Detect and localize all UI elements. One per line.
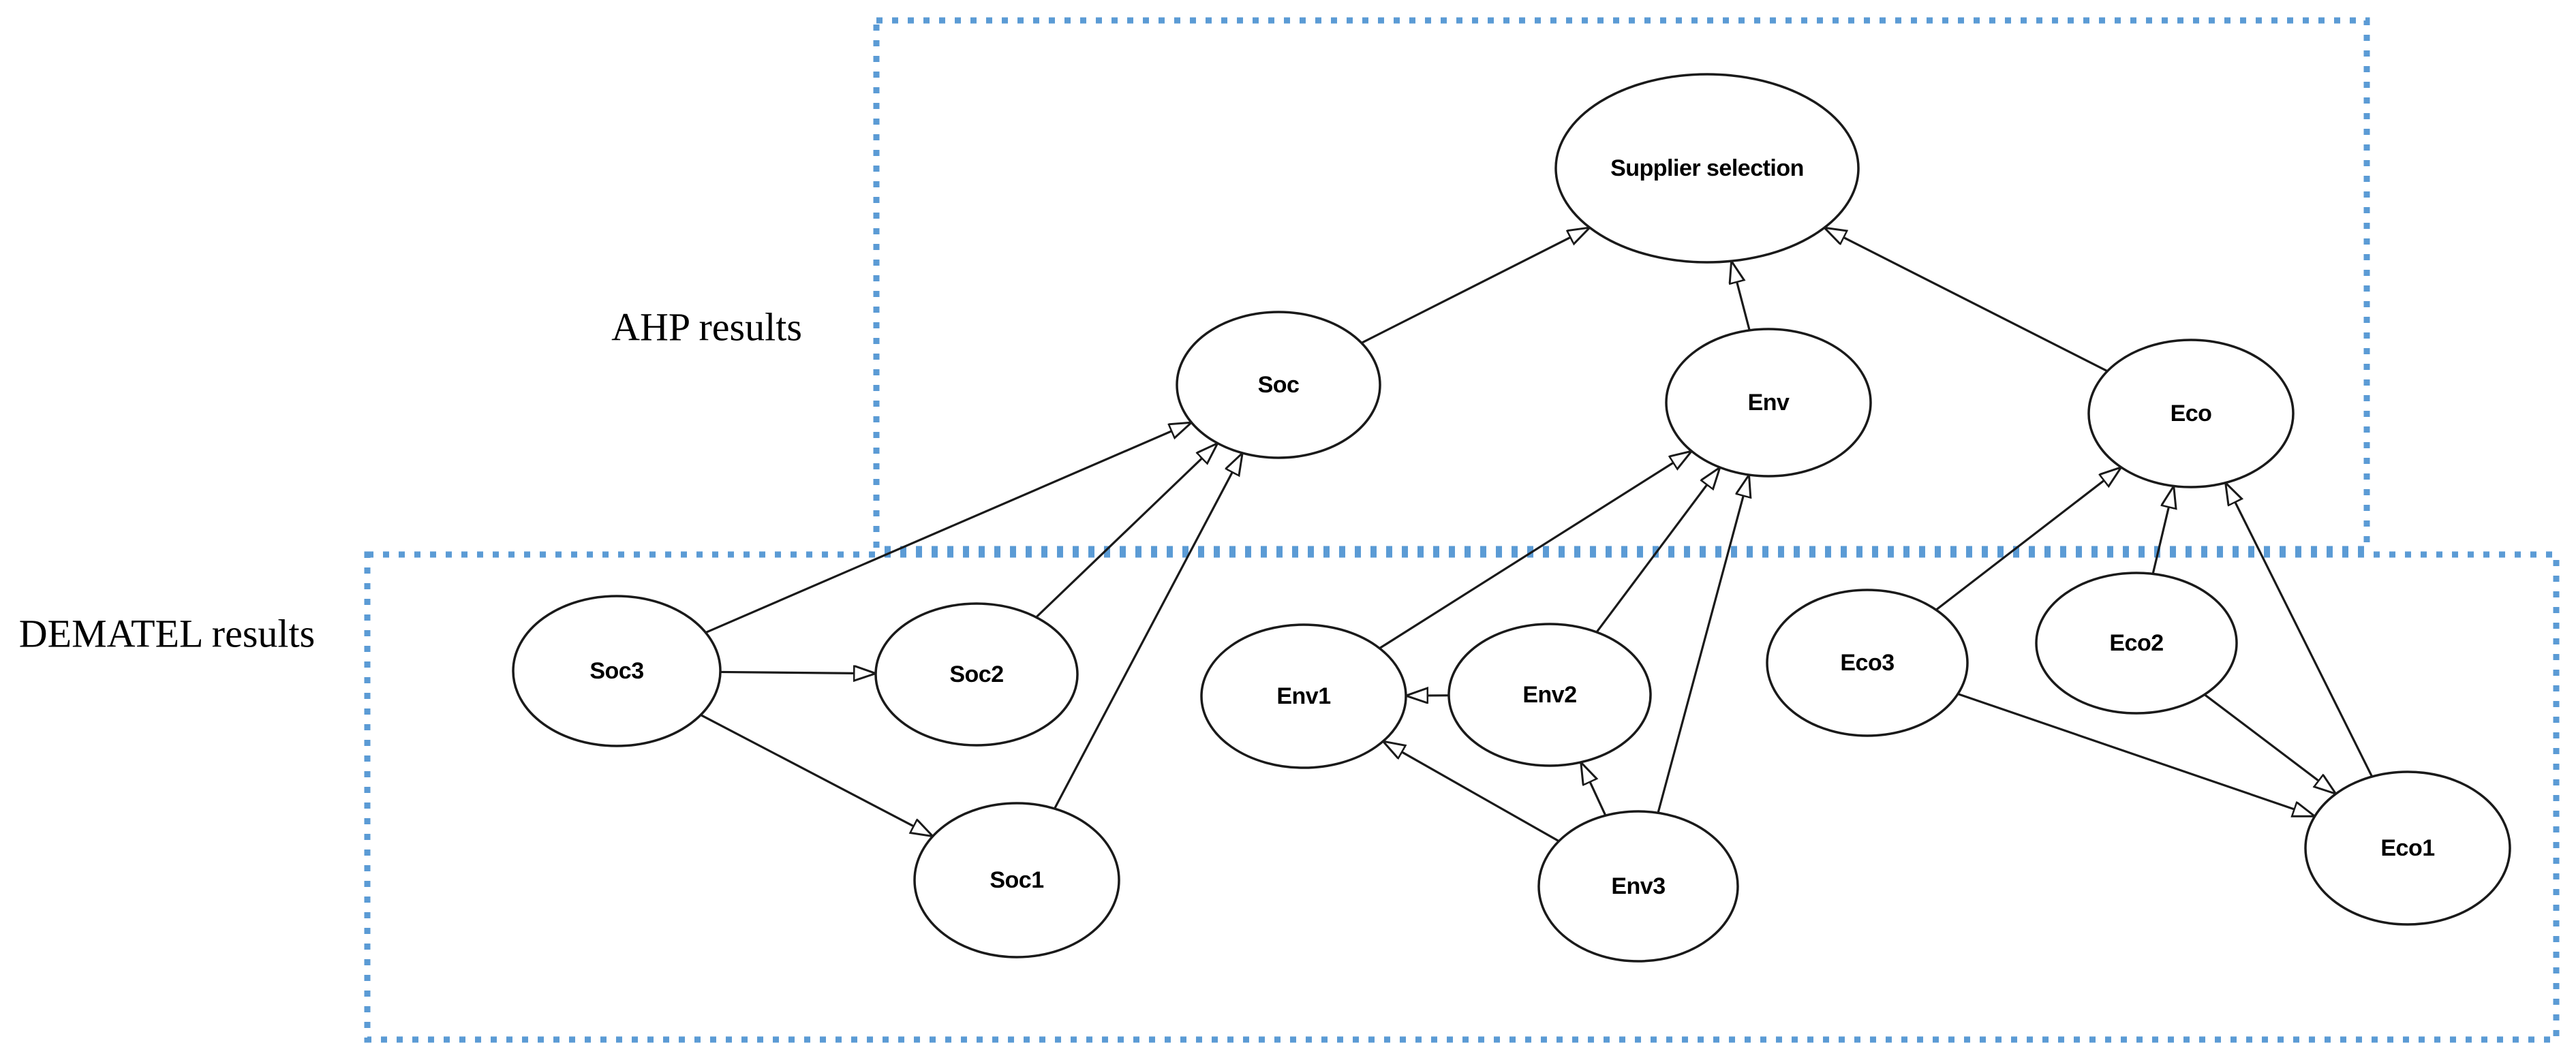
edge-eco-supplier [1824, 228, 2109, 373]
node-label-soc: Soc [1258, 372, 1300, 398]
node-label-eco1: Eco1 [2380, 835, 2434, 861]
edge-env3-env [1657, 475, 1749, 813]
node-label-soc2: Soc2 [949, 661, 1003, 687]
node-label-eco2: Eco2 [2109, 630, 2163, 656]
edge-env3-env1 [1383, 741, 1560, 843]
edge-soc1-soc [1054, 453, 1242, 809]
edge-eco2-eco1 [2203, 693, 2336, 794]
node-ellipse-eco [2087, 339, 2295, 488]
edge-env2-env [1595, 467, 1720, 633]
edge-env1-env [1379, 451, 1691, 649]
node-ellipse-eco2 [2035, 572, 2238, 715]
node-label-eco3: Eco3 [1840, 650, 1894, 676]
edge-env3-env2 [1581, 762, 1607, 816]
node-label-env1: Env1 [1276, 683, 1330, 709]
ahp-region-border [873, 17, 2370, 552]
edge-soc-supplier [1361, 228, 1590, 344]
node-ellipse-eco1 [2304, 770, 2511, 926]
node-ellipse-env2 [1447, 623, 1652, 767]
node-ellipse-env1 [1200, 623, 1407, 769]
dematel-region-label: DEMATEL results [19, 611, 315, 655]
edge-soc3-soc [705, 422, 1191, 634]
node-ellipse-eco3 [1766, 589, 1969, 737]
node-label-env: Env [1748, 390, 1790, 416]
node-ellipse-env3 [1537, 810, 1739, 963]
edge-soc2-soc [1035, 443, 1217, 619]
node-ellipse-soc [1176, 311, 1381, 459]
edge-env-supplier [1732, 261, 1751, 331]
edge-eco2-eco [2151, 486, 2174, 574]
node-label-supplier: Supplier selection [1610, 155, 1804, 181]
node-ellipse-supplier [1554, 73, 1860, 264]
edge-soc3-soc1 [700, 714, 933, 836]
node-label-soc1: Soc1 [990, 867, 1043, 893]
edge-soc3-soc2 [720, 672, 876, 673]
ahp-region-label: AHP results [611, 305, 802, 349]
dematel-region-border [364, 551, 2560, 1043]
node-label-soc3: Soc3 [589, 658, 643, 684]
edge-eco3-eco1 [1957, 693, 2315, 817]
edge-eco1-eco [2226, 483, 2374, 777]
node-label-env2: Env2 [1522, 682, 1576, 708]
edge-eco3-eco [1935, 467, 2121, 611]
node-ellipse-soc2 [874, 602, 1079, 747]
node-ellipse-soc1 [913, 802, 1120, 958]
node-label-eco: Eco [2171, 401, 2212, 426]
node-ellipse-env [1665, 328, 1872, 478]
node-label-env3: Env3 [1611, 873, 1665, 899]
node-ellipse-soc3 [512, 595, 722, 747]
